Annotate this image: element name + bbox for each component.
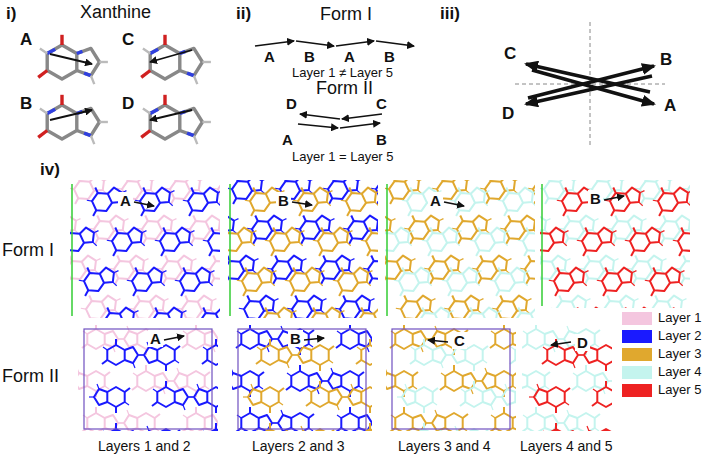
label: i) [6, 4, 16, 24]
label: A [344, 48, 355, 65]
label: iv) [40, 160, 60, 180]
label: Xanthine [80, 2, 151, 23]
legend-text: Layer 2 [658, 329, 701, 344]
label: Layers 1 and 2 [98, 438, 191, 454]
label: C [376, 95, 387, 112]
label: B [376, 131, 387, 148]
label: B [384, 48, 395, 65]
legend-swatch [622, 348, 652, 361]
legend-text: Layer 4 [658, 365, 701, 380]
label: A [664, 96, 676, 116]
label: Layers 2 and 3 [252, 438, 345, 454]
label: B [288, 330, 303, 347]
label: D [502, 104, 514, 124]
label: B [304, 48, 315, 65]
label: A [428, 192, 443, 209]
label: A [264, 48, 275, 65]
label: A [148, 330, 163, 347]
label: B [660, 50, 672, 70]
label: C [504, 44, 516, 64]
label: Layers 3 and 4 [398, 438, 491, 454]
label: Layer 1 = Layer 5 [292, 150, 394, 165]
legend-swatch [622, 366, 652, 379]
legend-text: Layer 3 [658, 347, 701, 362]
label: Layers 4 and 5 [520, 438, 613, 454]
label: B [20, 94, 32, 114]
label: Form I [320, 4, 372, 25]
label: D [286, 95, 297, 112]
label: D [575, 334, 590, 351]
legend-swatch [622, 330, 652, 343]
label: A [20, 30, 32, 50]
legend-text: Layer 1 [658, 311, 701, 326]
label: D [122, 94, 134, 114]
label: A [282, 131, 293, 148]
label: ii) [236, 4, 251, 24]
legend-swatch [622, 312, 652, 325]
label: B [276, 192, 291, 209]
label: iii) [440, 4, 460, 24]
label: C [452, 332, 467, 349]
label: Form II [316, 78, 373, 99]
label: C [122, 30, 134, 50]
label: B [588, 190, 603, 207]
label: Form II [2, 366, 59, 387]
legend-swatch [622, 384, 652, 397]
label: Form I [2, 240, 54, 261]
legend-text: Layer 5 [658, 383, 701, 398]
label: A [118, 192, 133, 209]
